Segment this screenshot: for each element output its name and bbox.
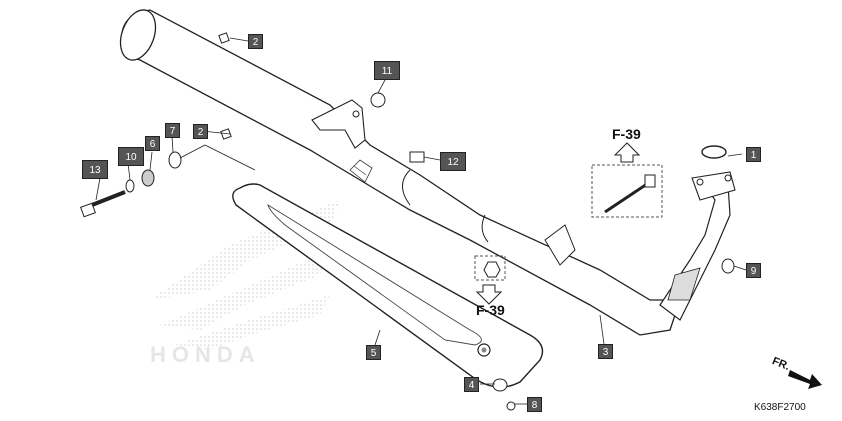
- nut-11: [370, 92, 386, 108]
- rubber-4: [492, 378, 508, 392]
- bolt-assembly: [80, 144, 256, 218]
- exhaust-pipe: [659, 145, 736, 321]
- ref-box-lower: [474, 255, 506, 281]
- callout-2a: 2: [248, 34, 263, 49]
- callout-5: 5: [366, 345, 381, 360]
- ref-box-upper: [591, 164, 663, 218]
- front-arrow: [788, 370, 822, 389]
- gasket-9: [721, 258, 735, 274]
- callout-10: 10: [118, 147, 144, 166]
- ref-label-lower: F-39: [476, 302, 505, 318]
- drawing-code: K638F2700: [754, 402, 806, 413]
- clip-12: [409, 151, 425, 163]
- callout-11: 11: [374, 61, 400, 80]
- honda-watermark-text: HONDA: [150, 342, 261, 367]
- callout-1: 1: [746, 147, 761, 162]
- callout-4: 4: [464, 377, 479, 392]
- callout-13: 13: [82, 160, 108, 179]
- callout-9: 9: [746, 263, 761, 278]
- screw-8: [506, 401, 516, 411]
- callout-7: 7: [165, 123, 180, 138]
- callout-8: 8: [527, 397, 542, 412]
- callout-3: 3: [598, 344, 613, 359]
- mounting-bracket: [311, 99, 366, 149]
- heat-shield: [232, 183, 544, 388]
- callout-2b: 2: [193, 124, 208, 139]
- clip-2b: [220, 128, 232, 140]
- callout-12: 12: [440, 152, 466, 171]
- clip-2a: [218, 32, 230, 44]
- ref-label-upper: F-39: [612, 126, 641, 142]
- ref-arrow-down: [475, 284, 503, 305]
- ref-arrow-up: [613, 142, 641, 163]
- middle-bracket: [544, 224, 576, 266]
- callout-6: 6: [145, 136, 160, 151]
